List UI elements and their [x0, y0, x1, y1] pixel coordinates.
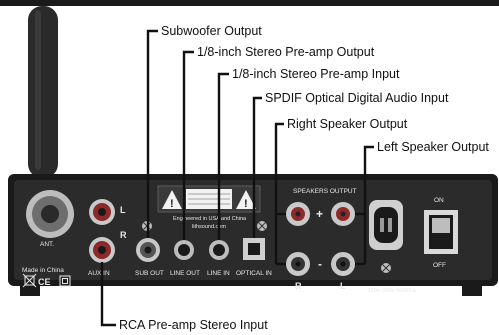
warning-label: ! ! — [157, 185, 261, 213]
screw-icon — [381, 263, 391, 273]
callout-lines — [100, 29, 374, 327]
rca-l-label: L — [120, 205, 126, 215]
rca-input-callout: RCA Pre-amp Stereo Input — [119, 318, 268, 332]
subwoofer-output-callout: Subwoofer Output — [161, 24, 262, 38]
engineered-label: Engineered in USA and China — [173, 216, 247, 222]
line-out-label: LINE OUT — [170, 270, 200, 277]
rocker-switch-icon[interactable] — [424, 210, 458, 254]
on-label: ON — [434, 197, 444, 204]
speaker-terminal-r-plus[interactable] — [286, 202, 310, 226]
line-in-jack[interactable] — [209, 240, 229, 260]
recycle-bin-icon — [22, 273, 37, 288]
power-socket-icon[interactable] — [369, 200, 403, 250]
website-label: lithsound.com — [192, 224, 226, 230]
optical-in-port[interactable] — [243, 238, 265, 260]
sub-out-label: SUB OUT — [135, 270, 164, 277]
warning-triangle-icon — [236, 190, 256, 209]
ant-label: ANT. — [40, 241, 54, 248]
optical-in-label: OPTICAL IN — [236, 270, 272, 277]
plus-label: + — [316, 207, 323, 221]
line-in-label: LINE IN — [207, 270, 230, 277]
preamp-output-callout: 1/8-inch Stereo Pre-amp Output — [197, 45, 375, 59]
speaker-terminal-r-minus[interactable] — [286, 252, 310, 276]
warning-triangle-icon — [162, 190, 182, 209]
speaker-terminal-l-minus[interactable] — [331, 252, 355, 276]
top-strip — [0, 0, 499, 6]
svg-text:!: ! — [244, 198, 248, 210]
voltage-label: 110v~240v 60/60Hz — [368, 288, 417, 294]
aux-in-label: AUX IN — [88, 270, 110, 277]
right-speaker-output-callout: Right Speaker Output — [287, 117, 408, 131]
speaker-r-label: R — [295, 281, 302, 291]
spdif-input-callout: SPDIF Optical Digital Audio Input — [265, 91, 449, 105]
antenna — [24, 6, 62, 193]
ce-mark: CE — [38, 277, 51, 287]
screw-icon — [257, 221, 267, 231]
off-label: OFF — [433, 262, 446, 269]
rca-r-label: R — [120, 230, 127, 240]
speaker-terminal-l-plus[interactable] — [331, 202, 355, 226]
antenna-connector — [26, 190, 74, 238]
rca-jack-bottom[interactable] — [89, 237, 115, 263]
svg-text:!: ! — [170, 198, 174, 210]
double-insulation-icon — [59, 275, 71, 287]
preamp-input-callout: 1/8-inch Stereo Pre-amp Input — [232, 67, 400, 81]
made-in-china-label: Made in China — [22, 267, 64, 274]
rca-jack-top[interactable] — [89, 199, 115, 225]
left-speaker-output-callout: Left Speaker Output — [377, 140, 489, 154]
minus-label: - — [318, 257, 322, 271]
sub-out-jack[interactable] — [136, 238, 160, 262]
line-out-jack[interactable] — [174, 240, 194, 260]
speaker-l-label: L — [340, 281, 346, 291]
speakers-output-label: SPEAKERS OUTPUT — [293, 188, 357, 195]
